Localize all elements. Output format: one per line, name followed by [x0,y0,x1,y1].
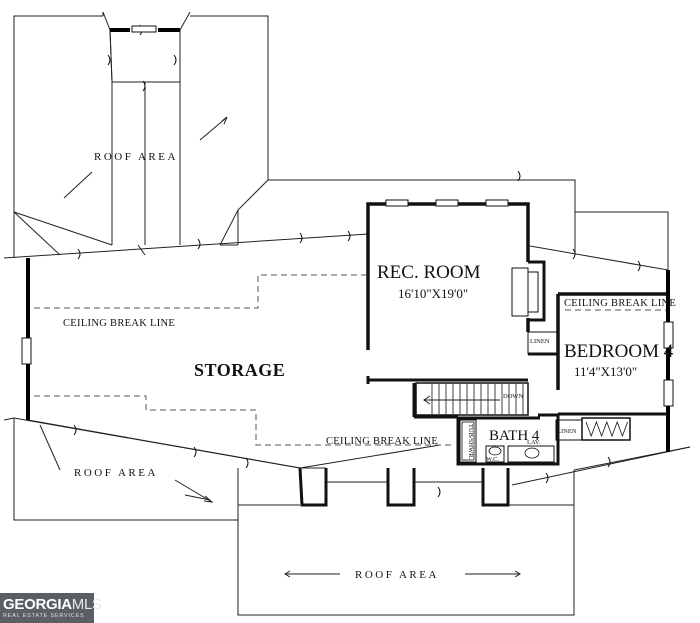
rafter-tick [299,232,303,244]
stairs-down-label: DOWN [503,393,524,400]
roof-outlines [3,11,691,616]
storage-label: STORAGE [194,360,285,380]
labels: ROOF AREA ROOF AREA ROOF AREA REC. ROOM … [63,151,676,581]
ceiling-break-center-label: CEILING BREAK LINE [326,436,438,447]
rafter-tick [73,424,77,436]
bedroom-bath-walls [456,270,674,466]
rafter-tick [545,472,549,484]
rafter-tick [142,80,146,92]
rafter-tick [517,170,521,182]
rafter-tick [193,446,197,458]
rafter-tick [197,238,201,250]
bedroom-dimensions: 11'4"X13'0" [574,364,637,379]
rec-room-walls [366,199,546,384]
rafter-tick [572,248,576,260]
rafter-tick [107,54,111,66]
linen-lower-label: LINEN [557,428,577,435]
ceiling-break-right-label: CEILING BREAK LINE [564,298,676,309]
rafter-tick [173,54,177,66]
rafter-tick [245,457,249,469]
rafter-ticks [73,24,641,498]
rec-room-label: REC. ROOM [377,262,481,283]
bedroom-label: BEDROOM 4 [564,341,674,362]
storage-walls [21,258,668,507]
rafter-tick [607,456,611,468]
logo-brand: GEORGIAMLS [3,596,102,613]
rec-room-dimensions: 16'10"X19'0" [398,286,468,301]
roof-area-left-label: ROOF AREA [74,467,158,479]
roof-area-bottom-label: ROOF AREA [355,569,439,581]
rafter-tick [347,230,351,242]
linen-upper-label: LINEN [530,338,550,345]
ceiling-break-left-label: CEILING BREAK LINE [63,318,175,329]
stairs: DOWN [412,382,529,419]
rafter-tick [637,260,641,272]
closet-door [585,420,628,438]
georgia-mls-logo: GEORGIAMLS REAL ESTATE SERVICES [0,593,102,623]
dormer-window [131,25,157,33]
rafter-tick [437,486,441,498]
roof-area-top-label: ROOF AREA [94,151,178,163]
logo-tagline: REAL ESTATE SERVICES [3,613,85,619]
tub-shower-label: TUB/SHWR. [467,424,474,460]
bath-label: BATH 4 [489,428,540,444]
rafter-tick [77,248,81,260]
wc-label: W.C. [486,456,499,463]
lav-label: LAV. [527,439,541,446]
